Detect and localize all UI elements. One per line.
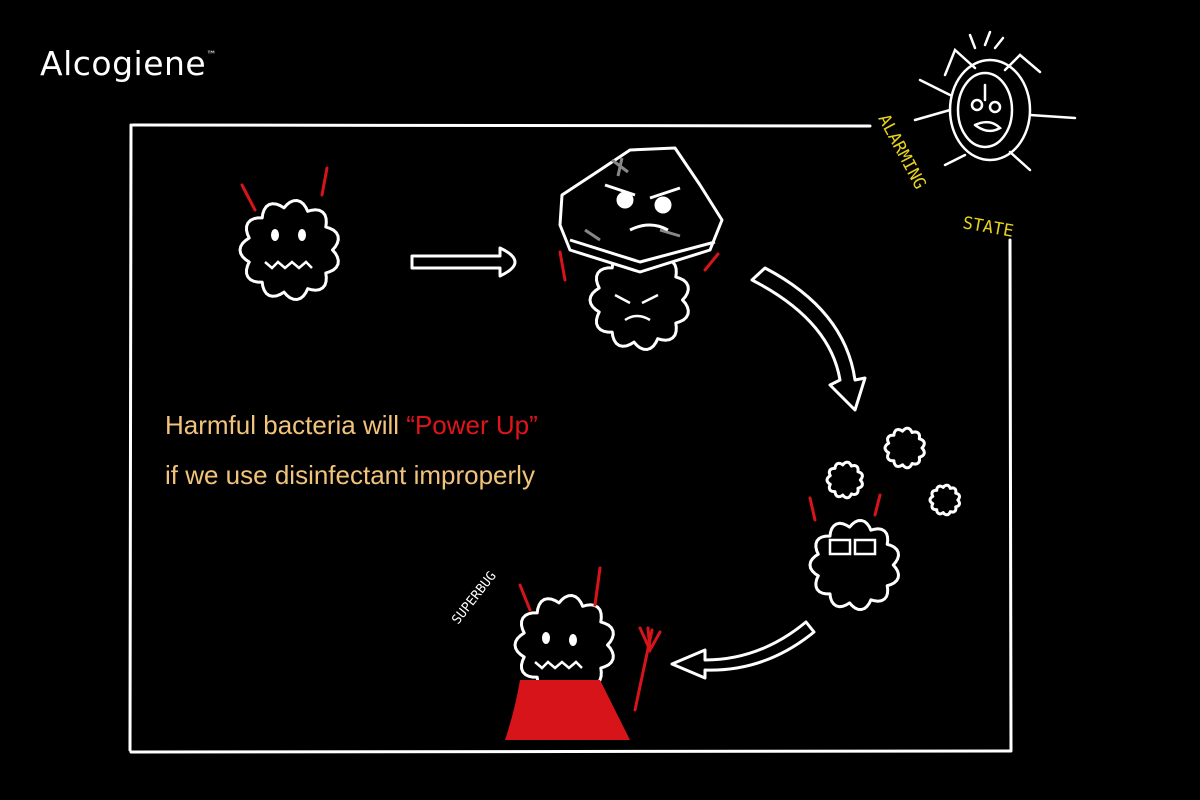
frame-right — [1008, 238, 1013, 753]
caption-text: Harmful bacteria will — [165, 410, 407, 440]
caption-highlight: “Power Up” — [406, 410, 538, 440]
bacterium-normal — [238, 199, 340, 301]
brand-name: Alcogiene — [40, 44, 207, 83]
alarm-clock-icon — [913, 30, 1077, 172]
arrow-curve-down — [750, 266, 867, 412]
svg-text:STATE: STATE — [961, 213, 1015, 242]
bacterium-mutating — [808, 519, 900, 611]
arrow-curve-left — [670, 620, 816, 680]
trademark: ™ — [206, 50, 217, 61]
arrow-right — [410, 246, 517, 278]
frame-bottom — [129, 749, 1012, 754]
brand-logo: Alcogiene™ — [40, 44, 217, 83]
frame-top — [131, 123, 872, 128]
devil-horns — [240, 166, 882, 712]
fragment — [928, 483, 961, 517]
frame-left — [128, 123, 133, 752]
trident-icon — [633, 626, 662, 712]
svg-text:ALARMING: ALARMING — [874, 111, 930, 193]
fragment — [825, 460, 864, 500]
rock-armor — [558, 146, 724, 274]
caption-line-2: if we use disinfectant improperly — [165, 460, 535, 490]
caption-line-1: Harmful bacteria will “Power Up” — [165, 410, 538, 441]
superbug-label: SUPERBUG — [449, 569, 499, 628]
superbug-cape — [505, 680, 630, 740]
fragment — [883, 426, 926, 470]
